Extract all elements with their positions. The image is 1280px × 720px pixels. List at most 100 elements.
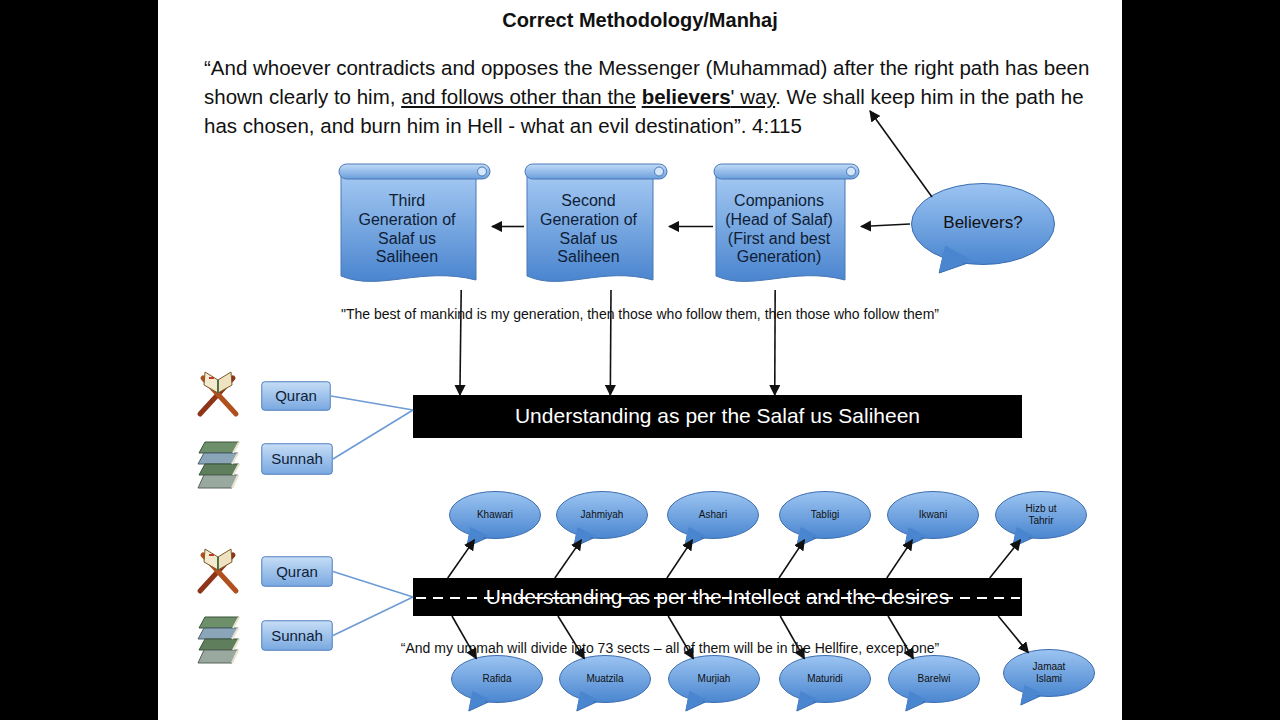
connector-arrow [610, 290, 612, 395]
connector-arrow [333, 410, 413, 459]
quote-text: ' way [731, 85, 776, 108]
sect-bubble: Ashari [666, 490, 760, 548]
node-text-area: Tabligi [778, 490, 872, 548]
node-text-area: Rafida [450, 654, 544, 712]
bubble-tail [686, 691, 707, 709]
node-label: Ikwani [919, 509, 947, 521]
generation-scroll: Third Generation of Salaf us Saliheen [338, 163, 492, 290]
bubble-shape [780, 656, 871, 703]
connector-arrow [331, 396, 413, 410]
node-label: Companions (Head of Salaf) (First and be… [717, 192, 841, 268]
speech-bubble: Believers? [910, 182, 1056, 274]
scroll-body [716, 175, 845, 281]
connector-arrow [998, 616, 1028, 653]
quote-paragraph: “And whoever contradicts and opposes the… [204, 53, 1109, 140]
bubble-tail [574, 527, 595, 545]
bubble-tail [906, 691, 927, 709]
node-label: Sunnah [271, 627, 323, 645]
sect-bubble: Khawari [448, 490, 542, 548]
sect-bubble: Murjiah [667, 654, 761, 712]
sect-bubble: Muatzila [558, 654, 652, 712]
connector-arrow [861, 224, 910, 226]
bubble-tail [797, 527, 818, 545]
bubble-tail [797, 691, 818, 709]
scroll-roll [714, 164, 859, 179]
bubble-tail [685, 527, 706, 545]
sect-bubble: Hizb ut Tahrir [994, 490, 1088, 548]
sect-bubble: Jahmiyah [555, 490, 649, 548]
node-label: Third Generation of Salaf us Saliheen [351, 192, 463, 268]
node-label: Ashari [699, 509, 727, 521]
bar-shape [413, 395, 1022, 438]
node-label: Khawari [477, 509, 513, 521]
leader-arrow [870, 111, 932, 197]
node-text-area: Sunnah [261, 443, 333, 475]
box-shape [262, 557, 333, 587]
connector-layer [331, 224, 1028, 659]
scroll-curl [847, 167, 856, 176]
node-text-area: Understanding as per the Intellect and t… [413, 578, 1022, 616]
node-label: Quran [275, 387, 317, 405]
scroll-roll [339, 164, 490, 179]
box-shape [262, 444, 333, 475]
box-shape [262, 621, 333, 651]
connector-arrow [669, 226, 713, 228]
node-label: Understanding as per the Intellect and t… [486, 585, 949, 610]
bubble-tail [905, 527, 926, 545]
scroll-curl [478, 167, 487, 176]
bubble-tail [939, 246, 971, 271]
generation-scroll: Second Generation of Salaf us Saliheen [524, 163, 669, 290]
node-text-area: Hizb ut Tahrir [994, 490, 1088, 548]
node-text-area: Khawari [448, 490, 542, 548]
bubble-shape [889, 656, 980, 703]
bubble-shape [560, 656, 651, 703]
bubble-shape [669, 656, 760, 703]
bubble-shape [557, 492, 648, 539]
sect-bubble: Barelwi [887, 654, 981, 712]
node-label: Jahmiyah [581, 509, 624, 521]
node-text-area: Second Generation of Salaf us Saliheen [524, 163, 669, 290]
scroll-body [527, 175, 653, 281]
source-box: Sunnah [261, 443, 333, 475]
node-text-area: Companions (Head of Salaf) (First and be… [713, 163, 861, 290]
understanding-bar: Understanding as per the Salaf us Salihe… [413, 395, 1022, 438]
node-text-area: Quran [261, 556, 333, 587]
bubble-tail [467, 527, 488, 545]
sect-bubble: Tabligi [778, 490, 872, 548]
node-label: Understanding as per the Salaf us Salihe… [515, 404, 920, 429]
node-label: Believers? [943, 213, 1022, 233]
connector-arrow [333, 597, 413, 636]
books-icon [198, 617, 239, 663]
bubble-shape [996, 492, 1087, 539]
node-label: Barelwi [918, 673, 951, 685]
node-label: Rafida [483, 673, 512, 685]
node-text-area: Barelwi [887, 654, 981, 712]
sect-bubble: Ikwani [886, 490, 980, 548]
node-text-area: Muatzila [558, 654, 652, 712]
node-text-area: Jahmiyah [555, 490, 649, 548]
node-text-area: Murjiah [667, 654, 761, 712]
bubble-shape [888, 492, 979, 539]
node-text-area: Understanding as per the Salaf us Salihe… [413, 395, 1022, 438]
quran-icon [200, 549, 236, 591]
node-text-area: Sunnah [261, 620, 333, 651]
bubble-shape [452, 656, 543, 703]
generation-scroll: Companions (Head of Salaf) (First and be… [713, 163, 861, 290]
understanding-bar: Understanding as per the Intellect and t… [413, 578, 1022, 616]
node-text-area: Ikwani [886, 490, 980, 548]
node-label: Muatzila [586, 673, 623, 685]
sect-bubble: Jamaat Islami [1002, 648, 1096, 706]
node-label: Sunnah [271, 450, 323, 468]
node-text-area: Maturidi [778, 654, 872, 712]
connector-arrow [774, 290, 776, 395]
bubble-tail [1013, 527, 1034, 545]
node-label: Hizb ut Tahrir [1013, 503, 1069, 527]
scroll-curl [655, 167, 664, 176]
node-label: Maturidi [807, 673, 843, 685]
connector-arrow [333, 572, 413, 598]
scroll-roll [525, 164, 667, 179]
node-text-area: Ashari [666, 490, 760, 548]
connector-arrow [460, 290, 461, 395]
bubble-tail [577, 691, 598, 709]
